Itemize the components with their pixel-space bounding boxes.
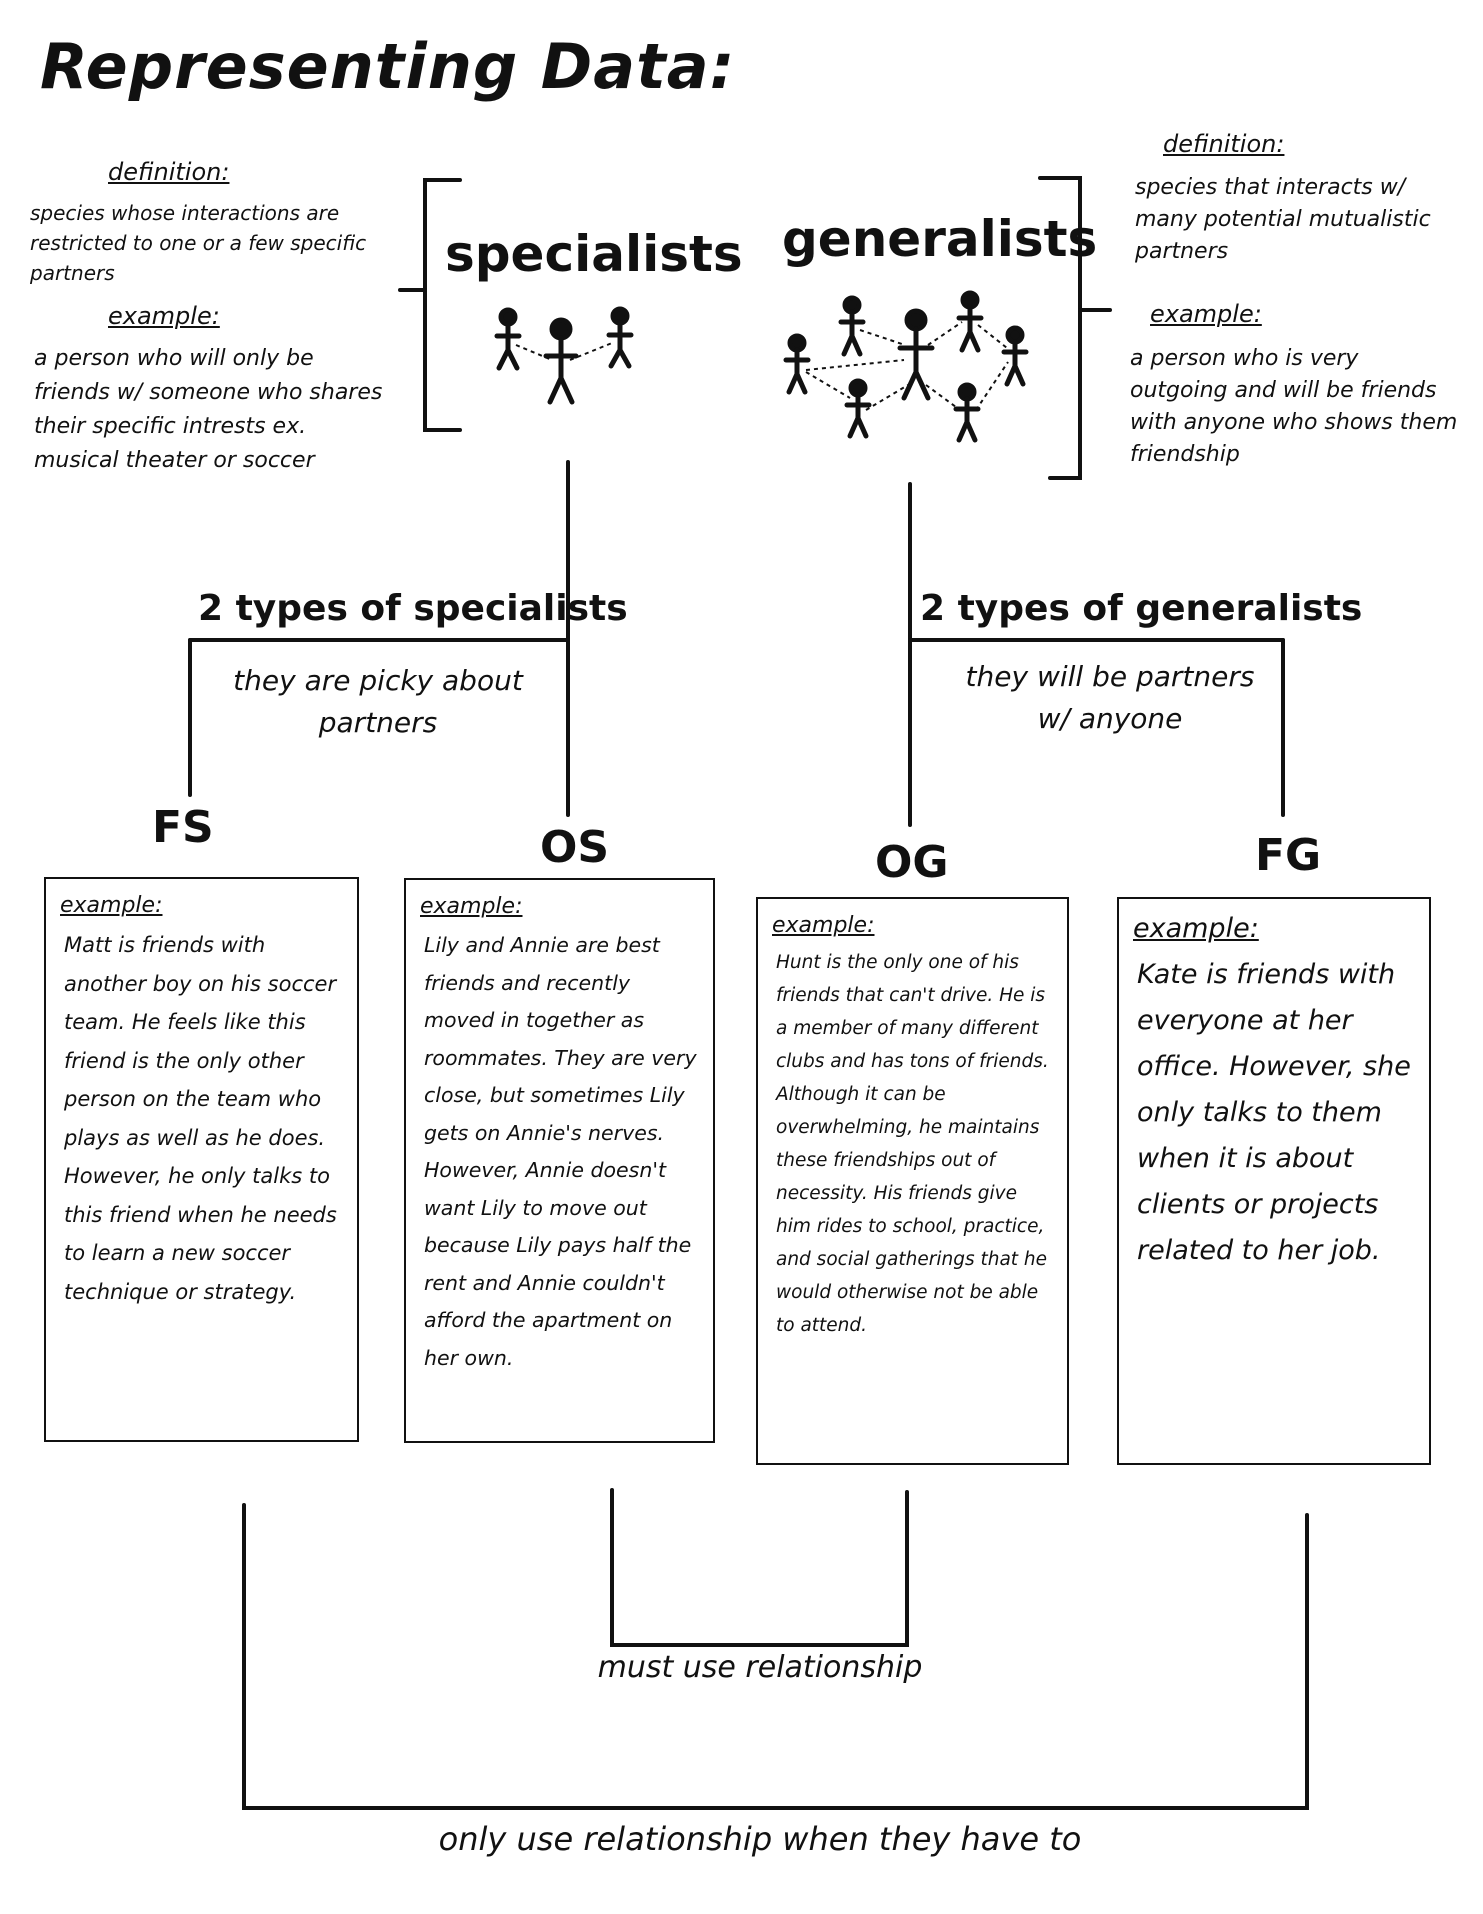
os-example-box: example: Lily and Annie are best friends… (404, 878, 715, 1443)
right-definition-label: definition: (1163, 130, 1285, 158)
right-definition-text: species that interacts w/ many potential… (1135, 175, 1431, 264)
must-use-bracket (610, 1488, 909, 1647)
generalists-bracket (1038, 176, 1082, 480)
specialists-figures-icon (494, 306, 634, 405)
fg-example-box: example: Kate is friends with everyone a… (1117, 897, 1431, 1465)
page-title: Representing Data: (40, 30, 736, 103)
type-abbr-os: OS (540, 822, 610, 873)
os-example-label: example: (420, 894, 523, 919)
specialists-label: specialists (445, 225, 743, 283)
left-example-label: example: (108, 302, 220, 330)
og-example-text: Hunt is the only one of his friends that… (776, 952, 1049, 1336)
must-use-relationship-label: must use relationship (597, 1650, 923, 1685)
left-definition-label: definition: (108, 158, 230, 186)
left-example-text: a person who will only be friends w/ som… (34, 346, 383, 473)
fs-example-text: Matt is friends with another boy on his … (64, 933, 337, 1304)
right-example-label: example: (1150, 300, 1262, 328)
specialists-bracket (423, 178, 462, 432)
specialists-branch-title: 2 types of specialists (198, 588, 628, 629)
og-example-box: example: Hunt is the only one of his fri… (756, 897, 1069, 1465)
type-abbr-og: OG (875, 837, 949, 888)
fs-example-label: example: (60, 893, 163, 918)
left-definition-text: species whose interactions are restricte… (30, 201, 367, 285)
fg-example-label: example: (1133, 913, 1259, 944)
fg-example-text: Kate is friends with everyone at her off… (1137, 959, 1411, 1266)
right-example-text: a person who is very outgoing and will b… (1130, 346, 1458, 467)
og-example-label: example: (772, 913, 875, 938)
os-example-text: Lily and Annie are best friends and rece… (424, 933, 697, 1370)
generalists-branch-title: 2 types of generalists (920, 588, 1363, 629)
fs-example-box: example: Matt is friends with another bo… (44, 877, 359, 1442)
type-abbr-fg: FG (1255, 830, 1322, 881)
only-use-when-label: only use relationship when they have to (438, 1820, 1082, 1858)
generalists-label: generalists (782, 210, 1098, 268)
type-abbr-fs: FS (152, 802, 214, 853)
only-when-bracket (242, 1503, 1309, 1810)
specialists-branch-subtitle: they are picky about partners (233, 664, 523, 739)
generalists-branch-subtitle: they will be partners w/ anyone (965, 660, 1255, 735)
generalists-figures-icon (783, 290, 1029, 443)
